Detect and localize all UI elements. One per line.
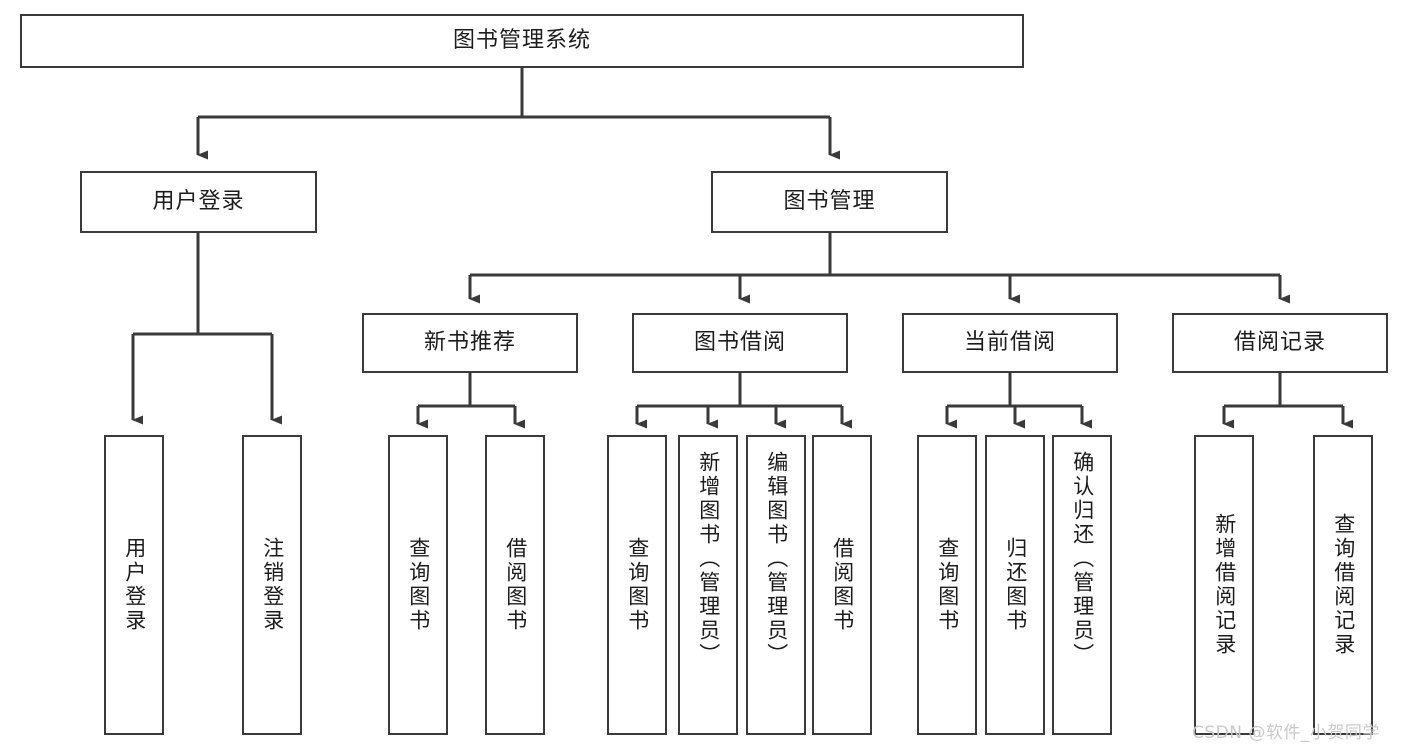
node-label: 借阅记录 [1233,330,1326,356]
node-label: 借阅图书 [503,537,528,633]
node-label: 图书管理 [783,189,876,215]
leaf-confirm-return-admin[interactable]: 确认归还（管理员） [1052,435,1112,735]
leaf-user-login[interactable]: 用户登录 [104,435,164,735]
node-current-borrow[interactable]: 当前借阅 [902,313,1118,373]
node-label: 查询借阅记录 [1331,513,1356,657]
leaf-add-borrow-record[interactable]: 新增借阅记录 [1194,435,1254,735]
node-book-manage[interactable]: 图书管理 [711,171,948,233]
node-label: 编辑图书（管理员） [764,451,789,667]
node-label: 当前借阅 [963,330,1056,356]
node-label: 借阅图书 [830,537,855,633]
leaf-query-book-current[interactable]: 查询图书 [917,435,977,735]
leaf-logout[interactable]: 注销登录 [242,435,302,735]
leaf-borrow-book-recommend[interactable]: 借阅图书 [485,435,545,735]
csdn-watermark: CSDN @软件_小贺同学 [1192,723,1380,743]
node-borrow-record[interactable]: 借阅记录 [1172,313,1388,373]
leaf-edit-book-admin[interactable]: 编辑图书（管理员） [746,435,806,735]
node-label: 新增图书（管理员） [696,451,721,667]
node-root-system[interactable]: 图书管理系统 [20,14,1024,68]
node-user-login[interactable]: 用户登录 [80,171,317,233]
node-label: 图书借阅 [693,330,786,356]
node-label: 用户登录 [152,189,245,215]
node-label: 查询图书 [935,537,960,633]
leaf-query-book-recommend[interactable]: 查询图书 [388,435,448,735]
node-label: 用户登录 [122,537,147,633]
node-label: 归还图书 [1003,537,1028,633]
node-new-book-recommend[interactable]: 新书推荐 [362,313,578,373]
leaf-borrow-book-borrow[interactable]: 借阅图书 [812,435,872,735]
node-label: 查询图书 [625,537,650,633]
node-label: 新书推荐 [423,330,516,356]
node-label: 注销登录 [260,537,285,633]
node-label: 图书管理系统 [452,28,591,54]
node-label: 确认归还（管理员） [1070,451,1095,667]
node-label: 查询图书 [406,537,431,633]
leaf-query-book-borrow[interactable]: 查询图书 [607,435,667,735]
leaf-add-book-admin[interactable]: 新增图书（管理员） [678,435,738,735]
leaf-query-borrow-record[interactable]: 查询借阅记录 [1313,435,1373,735]
node-book-borrow[interactable]: 图书借阅 [632,313,848,373]
node-label: 新增借阅记录 [1212,513,1237,657]
leaf-return-book[interactable]: 归还图书 [985,435,1045,735]
